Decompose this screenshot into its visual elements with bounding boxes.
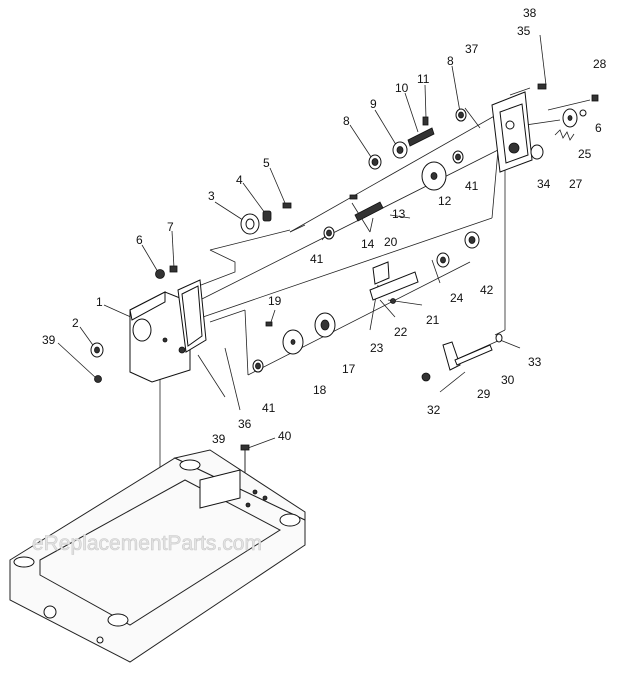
part-10-shaft — [407, 127, 435, 147]
callout-41c: 41 — [262, 401, 276, 415]
callout-38: 38 — [523, 6, 537, 20]
part-9-gear — [392, 141, 408, 159]
callout-35: 35 — [517, 24, 531, 38]
callout-6a: 6 — [136, 233, 143, 247]
callout-29: 29 — [477, 387, 491, 401]
callout-labels: 1 2 39 3 4 5 6 7 8 9 10 11 8 37 35 38 28… — [42, 6, 607, 446]
part-27-spring — [554, 129, 575, 141]
watermark-text: eReplacementParts.com — [32, 532, 262, 555]
part-25-sprocket — [562, 108, 578, 128]
part-17-gear — [314, 312, 336, 338]
callout-41b: 41 — [310, 252, 324, 266]
part-20-key — [372, 261, 390, 285]
callout-4: 4 — [236, 173, 243, 187]
part-38-screw — [537, 83, 547, 90]
part-13-key — [349, 194, 358, 200]
callout-20: 20 — [384, 235, 398, 249]
part-33-washer — [495, 333, 503, 343]
callout-21: 21 — [426, 313, 440, 327]
callout-36: 36 — [238, 417, 252, 431]
callout-10: 10 — [395, 81, 409, 95]
callout-25: 25 — [578, 147, 592, 161]
part-28-screw — [591, 94, 599, 102]
part-1-housing — [129, 291, 191, 383]
part-18-gear — [282, 329, 304, 355]
callout-30: 30 — [501, 373, 515, 387]
callout-6b: 6 — [595, 121, 602, 135]
callout-12: 12 — [438, 194, 452, 208]
callout-18: 18 — [313, 383, 327, 397]
callout-19: 19 — [268, 294, 282, 308]
part-19-screw — [265, 321, 273, 327]
part-6-washer — [155, 269, 165, 279]
callout-33: 33 — [528, 355, 542, 369]
callout-39a: 39 — [42, 333, 56, 347]
part-5-screw — [282, 202, 292, 209]
part-37-end-cover — [491, 91, 533, 173]
callout-1: 1 — [96, 295, 103, 309]
callout-3: 3 — [208, 189, 215, 203]
callout-22: 22 — [394, 325, 408, 339]
part-34-knob — [530, 144, 544, 160]
part-6b-washer — [579, 109, 587, 117]
callout-7: 7 — [167, 220, 174, 234]
callout-34: 34 — [537, 177, 551, 191]
callout-42: 42 — [480, 283, 494, 297]
part-7-screw — [169, 265, 178, 273]
part-24-bearing — [436, 252, 450, 268]
callout-40: 40 — [278, 429, 292, 443]
part-35-plate — [509, 87, 531, 96]
part-32-screw — [421, 372, 431, 382]
part-4-bushing — [262, 210, 272, 222]
callout-5: 5 — [263, 156, 270, 170]
callout-41a: 41 — [465, 179, 479, 193]
callout-37: 37 — [465, 42, 479, 56]
callout-9: 9 — [370, 97, 377, 111]
frame-base — [9, 449, 306, 663]
part-14-shaft — [354, 201, 384, 222]
part-23-shaft — [369, 271, 419, 301]
callout-14: 14 — [361, 237, 375, 251]
part-2-seal — [90, 342, 104, 358]
callout-28: 28 — [593, 57, 607, 71]
callout-8a: 8 — [343, 114, 350, 128]
callout-17: 17 — [342, 362, 356, 376]
callout-32: 32 — [427, 403, 441, 417]
callout-24: 24 — [450, 291, 464, 305]
part-39-screw — [94, 346, 186, 383]
callout-39b: 39 — [212, 432, 226, 446]
part-41-bearing — [252, 150, 464, 373]
callout-11: 11 — [417, 72, 430, 86]
callout-23: 23 — [370, 341, 384, 355]
part-3-bearing — [240, 213, 260, 235]
part-36-gasket — [177, 279, 207, 353]
part-30-rod — [454, 344, 493, 366]
part-42-bearing — [464, 231, 480, 249]
part-11-key — [422, 116, 429, 126]
part-8-bearing — [368, 108, 467, 170]
callout-27: 27 — [569, 177, 583, 191]
part-29-fork — [442, 341, 461, 371]
callout-13: 13 — [392, 207, 406, 221]
part-22-pin — [390, 298, 396, 304]
callout-2: 2 — [72, 316, 79, 330]
part-12-gear — [421, 161, 447, 191]
callout-8b: 8 — [447, 54, 454, 68]
